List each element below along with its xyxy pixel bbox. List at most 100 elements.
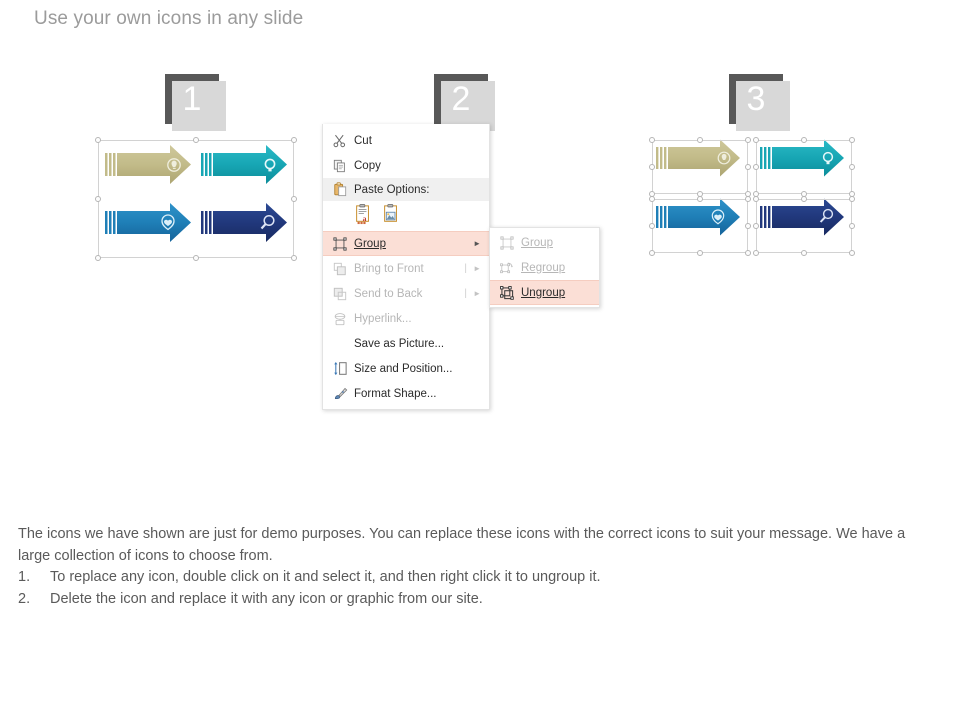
selection-handle-br-nw[interactable] (753, 196, 759, 202)
selection-handle-e[interactable] (291, 196, 297, 202)
group-icon (326, 233, 354, 255)
menu-item-label: Group (354, 237, 386, 250)
selection-handle-bl-n[interactable] (697, 196, 703, 202)
arrow-bottom-left (105, 203, 191, 242)
submenu-item-group[interactable]: Group (490, 230, 599, 255)
selection-handle-bl-e[interactable] (745, 223, 751, 229)
menu-item-label: Format Shape... (354, 387, 437, 400)
paste-picture-icon[interactable] (381, 204, 401, 228)
selection-handle-br-n[interactable] (801, 196, 807, 202)
selection-handle-w[interactable] (95, 196, 101, 202)
selection-handle-ne[interactable] (291, 137, 297, 143)
menu-item-label: Copy (354, 159, 381, 172)
arrow-top-left[interactable] (656, 139, 740, 177)
selection-handle-tr-n[interactable] (801, 137, 807, 143)
selection-handle-bl-s[interactable] (697, 250, 703, 256)
menu-item-cut[interactable]: Cut (323, 128, 489, 153)
selection-handle-br-w[interactable] (753, 223, 759, 229)
selection-handle-bl-sw[interactable] (649, 250, 655, 256)
selection-handle-nw[interactable] (95, 137, 101, 143)
size-position-icon (326, 358, 354, 380)
selection-handle-bl-se[interactable] (745, 250, 751, 256)
menu-item-format-shape[interactable]: Format Shape... (323, 381, 489, 406)
send-back-icon (326, 283, 354, 305)
chevron-right-icon: ► (473, 288, 481, 298)
arrow-bottom-left[interactable] (656, 198, 740, 236)
footer-paragraph: The icons we have shown are just for dem… (18, 526, 906, 564)
menu-item-group[interactable]: Group ► (323, 231, 489, 256)
selection-handle-br-se[interactable] (849, 250, 855, 256)
submenu-item-label: Regroup (521, 261, 566, 274)
page-title: Use your own icons in any slide (34, 8, 304, 29)
format-shape-icon (326, 383, 354, 405)
powerpoint-context-menu[interactable]: Cut Copy Paste Options: (322, 124, 490, 410)
selection-handle-bl-w[interactable] (649, 223, 655, 229)
bring-front-icon (326, 258, 354, 280)
selection-handle-tl-ne[interactable] (745, 137, 751, 143)
group-icon (493, 232, 521, 254)
selection-handle-br-e[interactable] (849, 223, 855, 229)
menu-item-label: Save as Picture... (354, 337, 445, 350)
selection-handle-tl-nw[interactable] (649, 137, 655, 143)
selection-handle-n[interactable] (193, 137, 199, 143)
footer-list-text: Delete the icon and replace it with any … (50, 590, 483, 607)
selection-handle-tl-w[interactable] (649, 164, 655, 170)
selection-handle-bl-nw[interactable] (649, 196, 655, 202)
footer-list-item-1: 1. To replace any icon, double click on … (18, 567, 923, 589)
paste-keep-source-formatting-icon[interactable]: a (353, 204, 373, 228)
menu-item-label: Cut (354, 134, 372, 147)
menu-item-label: Hyperlink... (354, 312, 412, 325)
menu-item-send-to-back[interactable]: Send to Back | ► (323, 281, 489, 306)
menu-item-label: Paste Options: (354, 183, 430, 196)
selection-handle-tl-n[interactable] (697, 137, 703, 143)
menu-item-size-and-position[interactable]: Size and Position... (323, 356, 489, 381)
footer-list-text: To replace any icon, double click on it … (50, 569, 601, 585)
arrow-top-left (105, 145, 191, 184)
menu-item-label: Bring to Front (354, 262, 424, 275)
group-submenu[interactable]: Group Regroup (489, 227, 600, 308)
step-badge-2: 2 (434, 74, 495, 131)
arrow-bottom-right (201, 203, 287, 242)
selection-handle-tl-e[interactable] (745, 164, 751, 170)
selection-handle-tr-ne[interactable] (849, 137, 855, 143)
submenu-item-ungroup[interactable]: Ungroup (490, 280, 599, 305)
selection-handle-s[interactable] (193, 255, 199, 261)
selection-handle-se[interactable] (291, 255, 297, 261)
arrow-top-right[interactable] (760, 139, 844, 177)
submenu-item-regroup[interactable]: Regroup (490, 255, 599, 280)
ungroup-icon (493, 282, 521, 304)
grouped-arrows-graphic[interactable] (95, 137, 297, 261)
selection-handle-br-s[interactable] (801, 250, 807, 256)
menu-item-hyperlink[interactable]: Hyperlink... (323, 306, 489, 331)
ungrouped-arrows-graphic[interactable] (649, 136, 856, 256)
menu-item-bring-to-front[interactable]: Bring to Front | ► (323, 256, 489, 281)
selection-handle-sw[interactable] (95, 255, 101, 261)
menu-item-label: Send to Back (354, 287, 423, 300)
submenu-item-label: Group (521, 236, 553, 249)
selection-handle-tr-w[interactable] (753, 164, 759, 170)
selection-handle-tr-e[interactable] (849, 164, 855, 170)
paste-options-row[interactable]: a (323, 201, 489, 231)
arrow-bottom-right[interactable] (760, 198, 844, 236)
clipboard-icon (326, 179, 354, 201)
menu-item-paste-options: Paste Options: (323, 178, 489, 201)
scissors-icon (326, 130, 354, 152)
menu-item-label: Size and Position... (354, 362, 453, 375)
selection-handle-br-ne[interactable] (849, 196, 855, 202)
submenu-item-label: Ungroup (521, 286, 566, 299)
menu-item-copy[interactable]: Copy (323, 153, 489, 178)
menu-item-save-as-picture[interactable]: Save as Picture... (323, 331, 489, 356)
footer-description: The icons we have shown are just for dem… (18, 524, 923, 610)
chevron-right-icon: ► (473, 263, 481, 273)
footer-list-number: 1. (18, 569, 31, 585)
step-badge-3: 3 (729, 74, 790, 131)
menu-separator-pipe: | (464, 288, 467, 299)
hyperlink-icon (326, 308, 354, 330)
footer-list-number: 2. (18, 590, 31, 607)
regroup-icon (493, 257, 521, 279)
selection-handle-bl-ne[interactable] (745, 196, 751, 202)
footer-list-item-2: 2. Delete the icon and replace it with a… (18, 589, 923, 611)
selection-handle-br-sw[interactable] (753, 250, 759, 256)
selection-handle-tr-nw[interactable] (753, 137, 759, 143)
